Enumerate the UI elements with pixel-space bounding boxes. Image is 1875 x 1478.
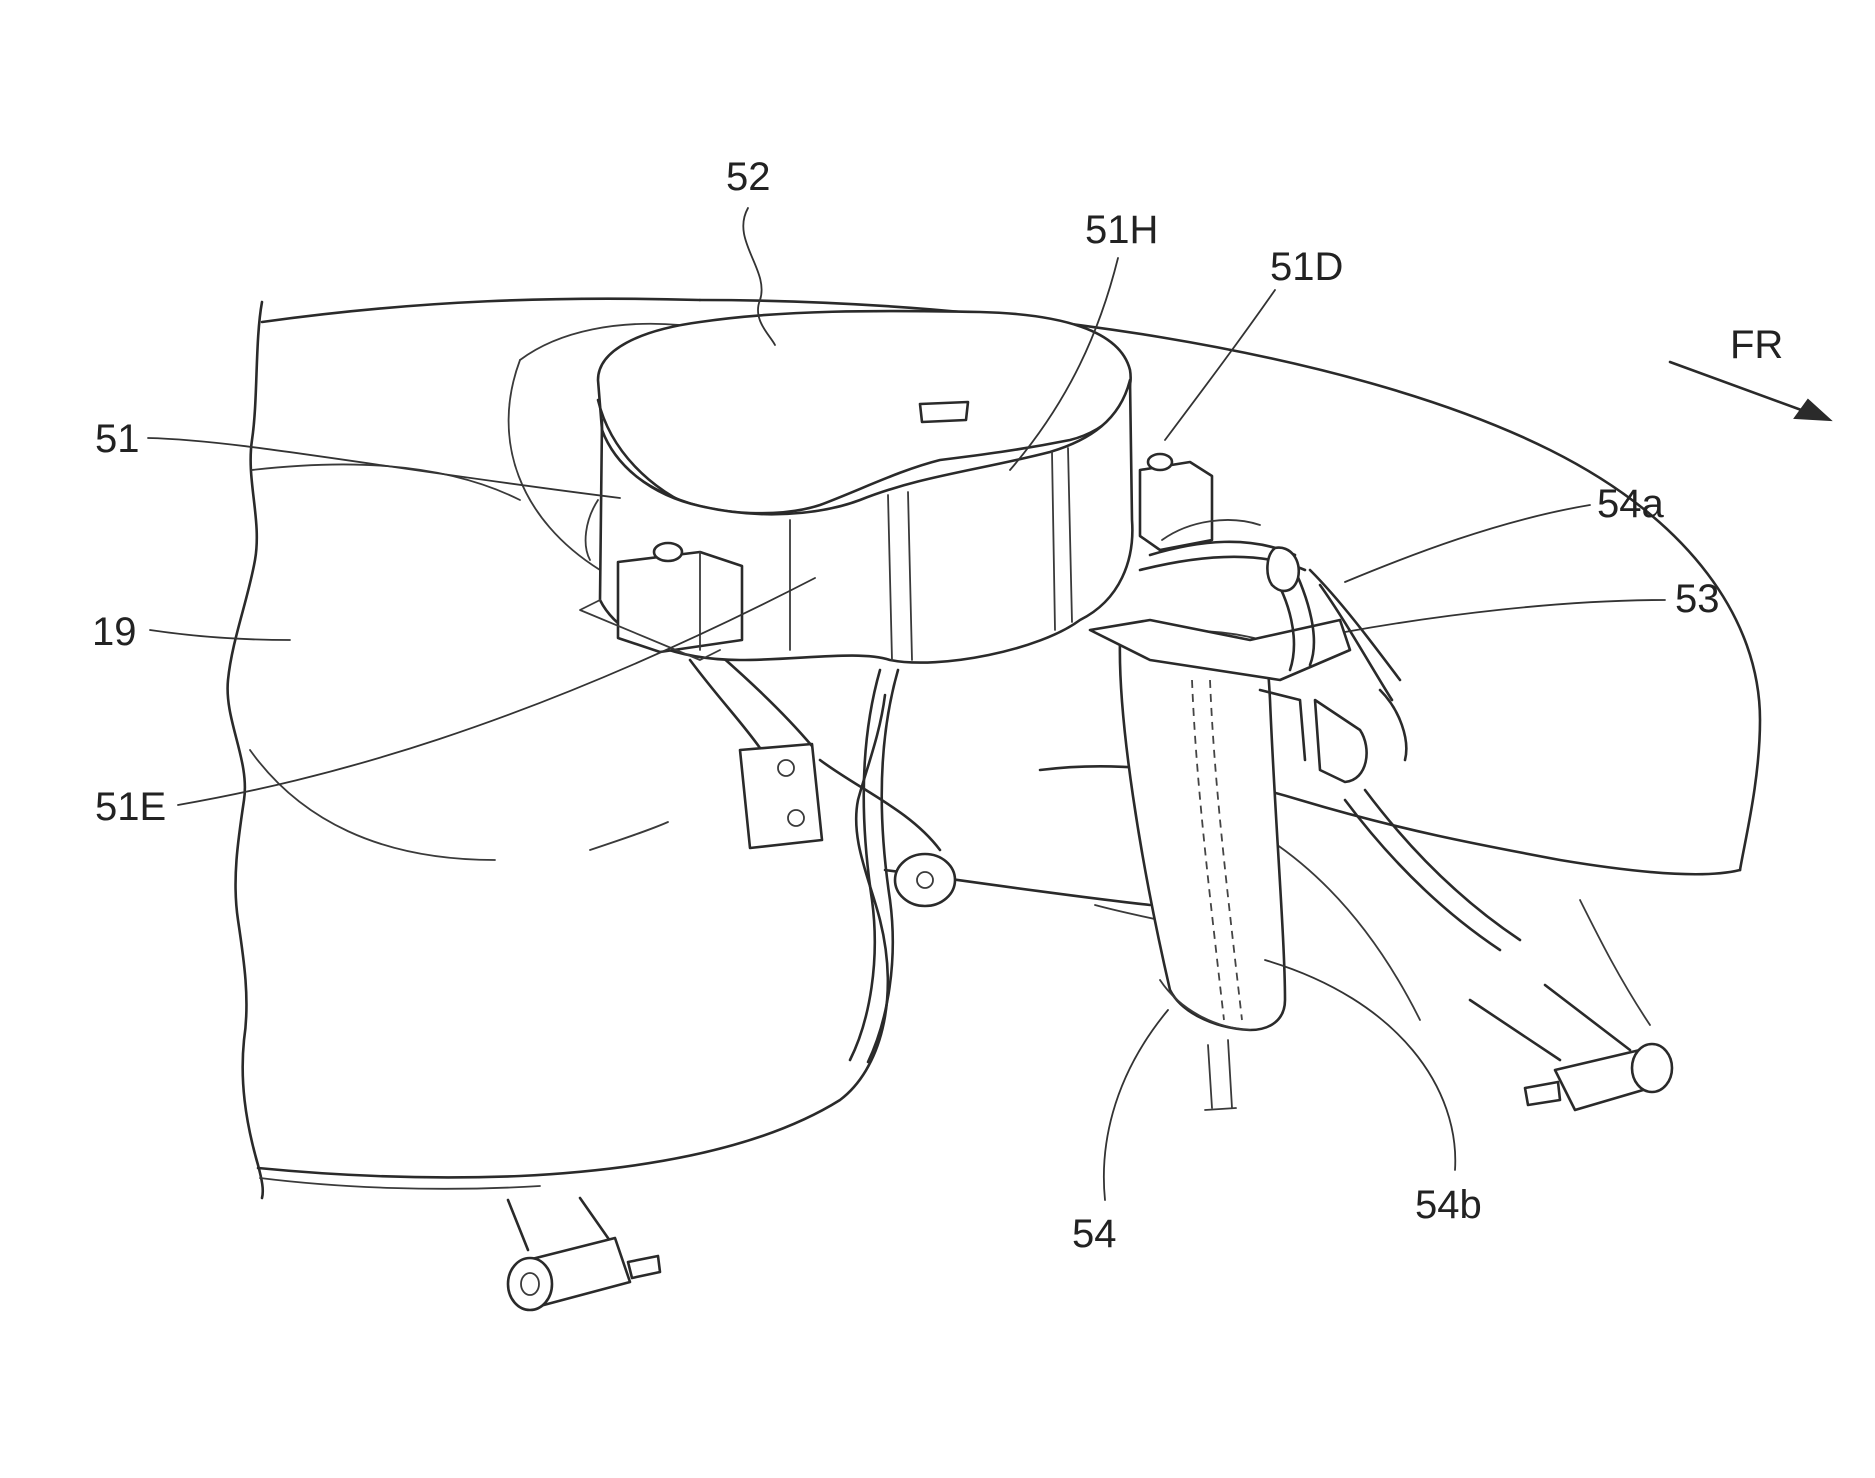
- leader-53: [1345, 600, 1665, 632]
- label-54b: 54b: [1415, 1183, 1482, 1227]
- lower-left-bracket: [508, 1198, 660, 1310]
- leader-54b: [1265, 960, 1455, 1170]
- cable-left: [850, 670, 898, 1062]
- tank-assembly: [509, 311, 1212, 663]
- label-51: 51: [95, 417, 140, 461]
- leader-51: [148, 438, 620, 498]
- hinge-bracket: [690, 655, 955, 906]
- lower-right-bracket: [1470, 985, 1672, 1110]
- label-51H: 51H: [1085, 208, 1158, 252]
- leader-51D: [1165, 290, 1275, 440]
- label-54: 54: [1072, 1212, 1117, 1256]
- leader-19: [150, 630, 290, 640]
- label-54a: 54a: [1597, 482, 1664, 526]
- cable-right: [1345, 790, 1520, 950]
- label-FR: FR: [1730, 323, 1783, 367]
- label-53: 53: [1675, 577, 1720, 621]
- leader-54: [1104, 1010, 1168, 1200]
- front-arrow: [1670, 362, 1830, 420]
- label-52: 52: [726, 155, 771, 199]
- label-19: 19: [92, 610, 137, 654]
- label-51D: 51D: [1270, 245, 1343, 289]
- leader-54a: [1345, 505, 1590, 582]
- label-51E: 51E: [95, 785, 166, 829]
